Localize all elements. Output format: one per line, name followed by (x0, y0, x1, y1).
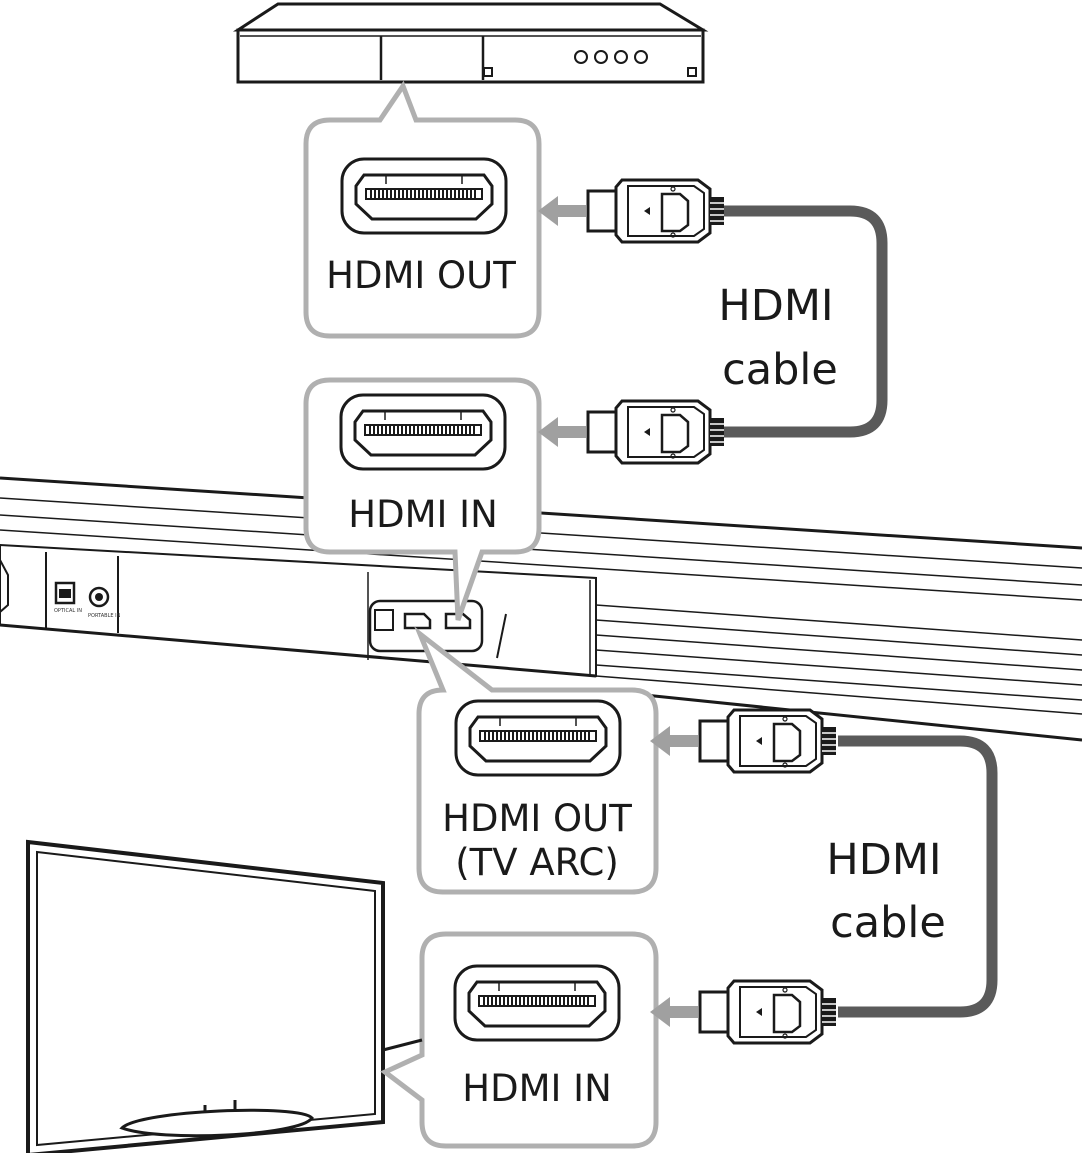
hdmi-plug-player (586, 178, 726, 244)
cable1-label-line1: HDMI (718, 281, 833, 331)
optical-in-label: OPTICAL IN (54, 608, 82, 614)
soundbar-hdmi-out-label-line1: HDMI OUT (442, 797, 632, 840)
optical-in-port: OPTICAL IN (54, 581, 82, 614)
tv (26, 839, 385, 1153)
player-hdmi-out-label: HDMI OUT (326, 254, 516, 297)
callout-soundbar-hdmi-in: HDMI IN (303, 377, 542, 621)
player-buttons (574, 50, 648, 64)
hdmi-plug-soundbar-out (698, 708, 838, 774)
callout-player-hdmi-out: HDMI OUT (303, 80, 542, 339)
sound-bar: OPTICAL IN PORTABLE IN (0, 476, 1082, 742)
callout-tv-hdmi-in: HDMI IN (380, 931, 659, 1149)
portable-in-label: PORTABLE IN (88, 613, 121, 619)
portable-in-port: PORTABLE IN (88, 586, 121, 619)
tv-hdmi-in-label: HDMI IN (462, 1067, 612, 1110)
hdmi-cable-2 (838, 735, 998, 1018)
hdmi-plug-soundbar-in (586, 399, 726, 465)
callout-soundbar-hdmi-out: HDMI OUT (TV ARC) (414, 626, 659, 895)
cable1-label-line2: cable (722, 345, 838, 395)
cable2-label-line1: HDMI (826, 835, 941, 885)
insert-arrow-soundbar-in (538, 417, 586, 447)
hdmi-cable-1 (724, 205, 888, 438)
player-hdmi-out-port (342, 159, 506, 233)
hdmi-plug-tv (698, 979, 838, 1045)
cable2-label-line2: cable (830, 898, 946, 948)
tv-hdmi-in-port (455, 966, 619, 1040)
source-player (232, 2, 709, 84)
soundbar-hdmi-in-label: HDMI IN (348, 493, 498, 536)
soundbar-hdmi-out-port (456, 701, 620, 775)
soundbar-hdmi-in-port (341, 395, 505, 469)
soundbar-hdmi-out-label-line2: (TV ARC) (455, 841, 619, 884)
insert-arrow-player (538, 196, 586, 226)
